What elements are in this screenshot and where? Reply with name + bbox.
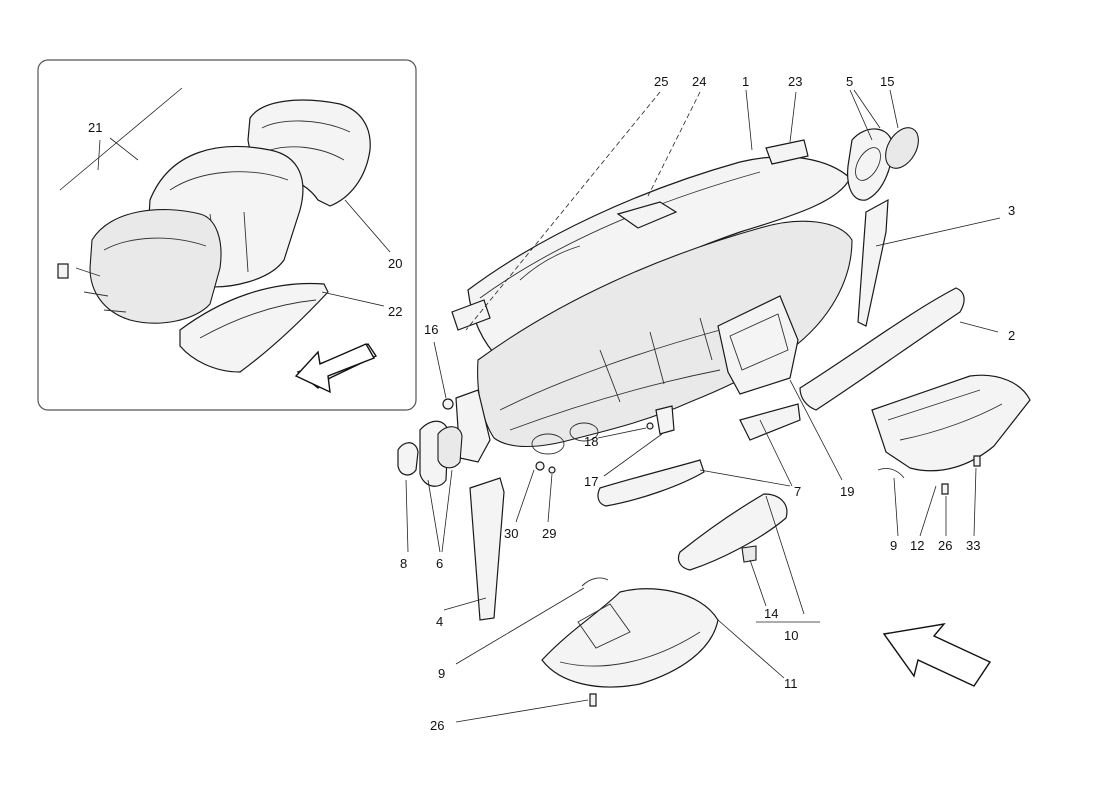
left-a-pillar-trim <box>469 477 505 621</box>
callout-11: 11 <box>784 676 798 691</box>
right-a-pillar-trim <box>857 198 889 327</box>
glove-box-right <box>871 374 1031 472</box>
callout-8: 8 <box>400 556 407 571</box>
lower-dash-trim <box>597 459 705 507</box>
callout-numbers: 21 20 22 25 24 1 23 5 15 3 2 16 18 17 7 … <box>88 74 1015 733</box>
wiring-harness <box>581 467 905 587</box>
callout-6: 6 <box>436 556 443 571</box>
defrost-vent-right <box>765 139 809 165</box>
cluster-housing <box>89 209 222 324</box>
callout-25: 25 <box>654 74 668 89</box>
callout-22: 22 <box>388 304 402 319</box>
leader-lines <box>405 89 1001 723</box>
callout-15: 15 <box>880 74 894 89</box>
callout-26-right: 26 <box>938 538 952 553</box>
callout-9-lower: 9 <box>438 666 445 681</box>
callout-5: 5 <box>846 74 853 89</box>
callout-1: 1 <box>742 74 749 89</box>
small-clip-part <box>741 545 757 563</box>
left-end-cap <box>397 442 419 476</box>
lower-glove-box <box>541 588 719 688</box>
callout-9-right: 9 <box>890 538 897 553</box>
callout-30: 30 <box>504 526 518 541</box>
callout-26-lower: 26 <box>430 718 444 733</box>
callout-21: 21 <box>88 120 102 135</box>
callout-33: 33 <box>966 538 980 553</box>
callout-3: 3 <box>1008 203 1015 218</box>
callout-18: 18 <box>584 434 598 449</box>
callout-19: 19 <box>840 484 854 499</box>
right-side-vent <box>847 128 893 201</box>
callout-24: 24 <box>692 74 706 89</box>
defrost-vent-center <box>616 201 678 229</box>
left-vent-seal <box>437 426 463 469</box>
center-vent-bezel <box>717 295 799 395</box>
callout-2: 2 <box>1008 328 1015 343</box>
callout-14: 14 <box>764 606 778 621</box>
right-lower-panel <box>799 287 965 411</box>
knee-bolster <box>677 493 788 571</box>
fastener-clip <box>442 398 454 410</box>
right-vent-seal <box>885 127 919 169</box>
callout-29: 29 <box>542 526 556 541</box>
callout-10: 10 <box>784 628 798 643</box>
lower-trim-right <box>739 403 801 441</box>
callout-12: 12 <box>910 538 924 553</box>
instrument-cluster-inset <box>37 59 417 411</box>
callout-16: 16 <box>424 322 438 337</box>
callout-20: 20 <box>388 256 402 271</box>
callout-4: 4 <box>436 614 443 629</box>
callout-23: 23 <box>788 74 802 89</box>
callout-7: 7 <box>794 484 801 499</box>
callout-17: 17 <box>584 474 598 489</box>
mounting-bracket <box>655 405 675 435</box>
direction-arrow-main <box>882 622 992 687</box>
dashboard-assembly <box>397 127 1031 707</box>
defrost-vent-left <box>451 299 491 331</box>
cluster-lower-cover <box>179 282 329 373</box>
